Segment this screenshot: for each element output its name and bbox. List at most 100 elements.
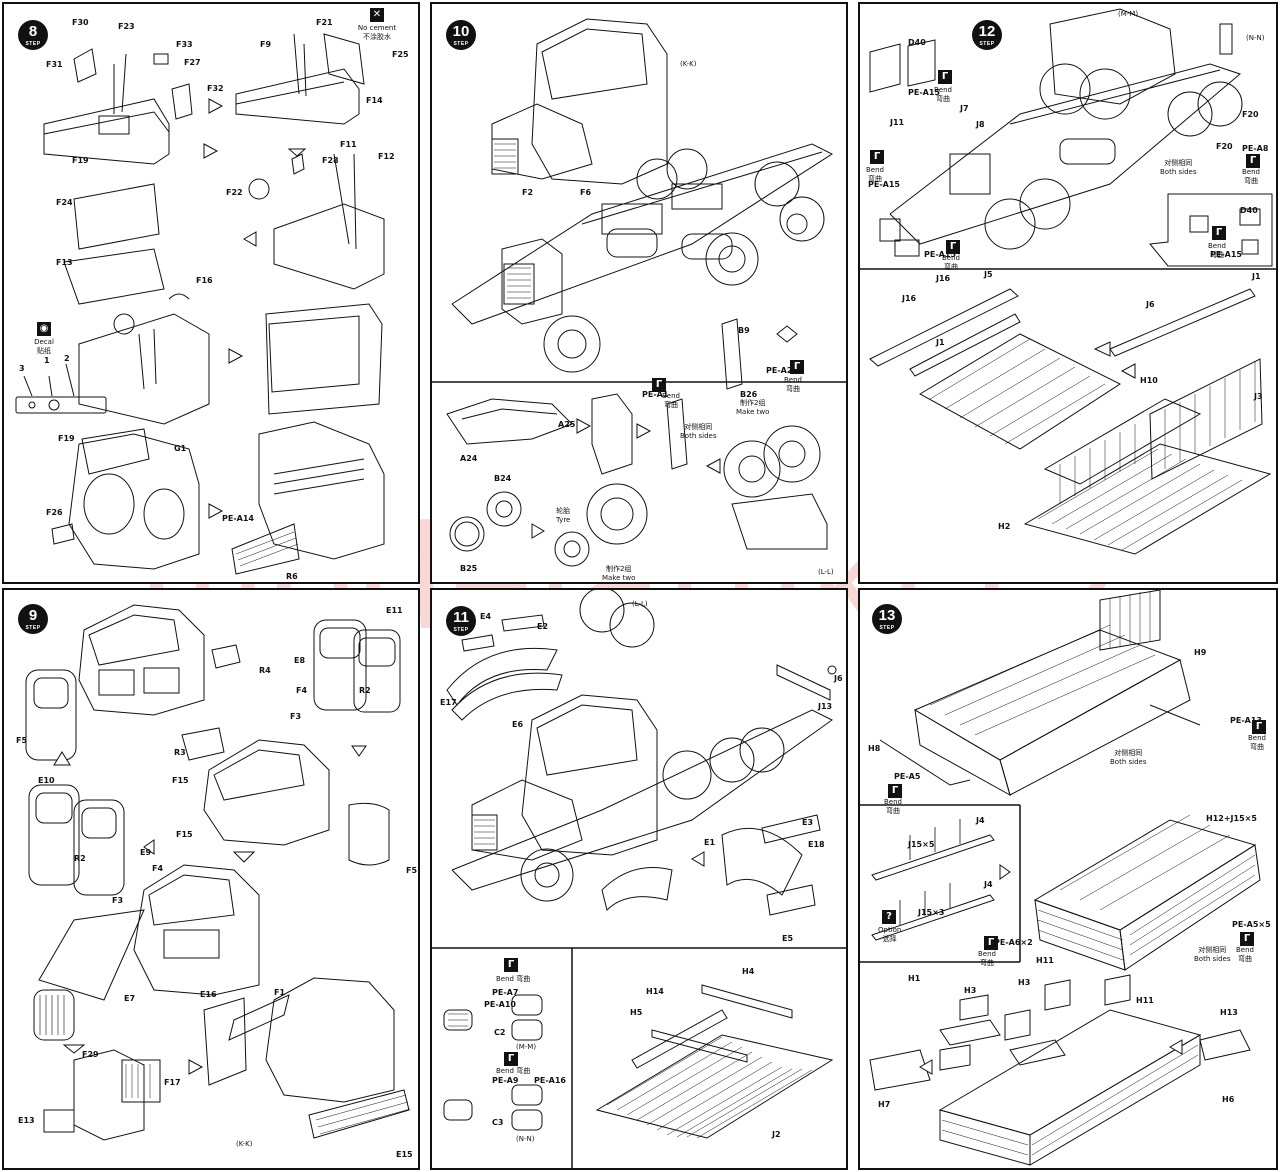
part-label: A25 <box>558 420 576 429</box>
part-label: J16 <box>936 274 951 283</box>
part-label: F19 <box>58 434 75 443</box>
part-label: F24 <box>56 198 73 207</box>
part-label: PE-A15 <box>1210 250 1242 259</box>
bend-icon: Γ <box>652 378 666 392</box>
part-label: R3 <box>174 748 186 757</box>
part-label: B24 <box>494 474 512 483</box>
section-label: (M-M) <box>1118 10 1139 18</box>
part-label: PE-A14 <box>222 514 254 523</box>
part-label: E1 <box>704 838 716 847</box>
section-label: (M-M) <box>516 1043 537 1051</box>
part-label: F15 <box>176 830 193 839</box>
part-label: E18 <box>808 840 825 849</box>
part-label: E6 <box>512 720 524 729</box>
part-label: J5 <box>984 270 993 279</box>
part-label: B25 <box>460 564 478 573</box>
part-label: PE-A10 <box>484 1000 516 1009</box>
section-label: (L-L) <box>818 568 834 576</box>
step-8-drawing <box>15 33 385 575</box>
bend-note: Bend 弯曲 <box>496 1067 531 1075</box>
bend-note: Bend 弯曲 <box>496 975 531 983</box>
bend-icon: Γ <box>1252 720 1266 734</box>
part-label: H13 <box>1220 1008 1238 1017</box>
part-label: PE-A1 <box>642 390 669 399</box>
part-label: H6 <box>1222 1095 1235 1104</box>
part-label: PE-A7 <box>492 988 519 997</box>
part-label: H11 <box>1136 996 1154 1005</box>
no-cement-icon: ✕ <box>370 8 384 22</box>
step-12-drawing <box>860 8 1276 555</box>
part-label: F19 <box>72 156 89 165</box>
part-label: E5 <box>782 934 794 943</box>
part-label: F2 <box>522 188 534 197</box>
part-label: E2 <box>537 622 549 631</box>
part-label: PE-A13 <box>1230 716 1262 725</box>
part-label: F27 <box>184 58 201 67</box>
part-label: F22 <box>226 188 243 197</box>
decal-number: 2 <box>64 354 70 363</box>
part-label: H3 <box>964 986 977 995</box>
part-label: J1 <box>1252 272 1261 281</box>
part-label: F29 <box>82 1050 99 1059</box>
part-label: H2 <box>998 522 1011 531</box>
part-label: D40 <box>908 38 926 47</box>
bend-icon: Γ <box>790 360 804 374</box>
part-label: J2 <box>772 1130 781 1139</box>
part-label: PE-A9 <box>492 1076 519 1085</box>
part-label: F20 <box>1216 142 1233 151</box>
step-11-drawing <box>432 590 846 1168</box>
part-label: F30 <box>72 18 89 27</box>
part-label: PE-A6×2 <box>994 938 1033 947</box>
part-label: H5 <box>630 1008 643 1017</box>
part-label: J4 <box>984 880 993 889</box>
section-label: (N-N) <box>1246 34 1265 42</box>
part-label: E13 <box>18 1116 35 1125</box>
part-label: H12+J15×5 <box>1206 814 1257 823</box>
part-label: F12 <box>378 152 395 161</box>
part-label: F17 <box>164 1078 181 1087</box>
part-label: G1 <box>174 444 187 453</box>
part-label: C3 <box>492 1118 504 1127</box>
section-label: (L-L) <box>632 600 648 608</box>
bend-icon: Γ <box>1246 154 1260 168</box>
part-label: E7 <box>124 994 136 1003</box>
part-label: J6 <box>834 674 843 683</box>
part-label: E15 <box>396 1150 413 1159</box>
part-label: B9 <box>738 326 750 335</box>
bend-icon: Γ <box>504 958 518 972</box>
part-label: R4 <box>259 666 271 675</box>
part-label: H8 <box>868 744 881 753</box>
section-label: (K-K) <box>236 1140 253 1148</box>
part-label: H4 <box>742 967 755 976</box>
part-label: PE-A16 <box>534 1076 566 1085</box>
part-label: F14 <box>366 96 383 105</box>
part-label: E3 <box>802 818 814 827</box>
part-label: PE-A8 <box>1242 144 1269 153</box>
bend-icon: Γ <box>946 240 960 254</box>
step-13-drawing <box>860 590 1261 1166</box>
part-label: F5 <box>406 866 418 875</box>
part-label: F9 <box>260 40 272 49</box>
part-label: F4 <box>296 686 308 695</box>
part-label: F23 <box>118 22 135 31</box>
part-label: PE-A5 <box>894 772 921 781</box>
part-label: H10 <box>1140 376 1158 385</box>
part-label: E16 <box>200 990 217 999</box>
